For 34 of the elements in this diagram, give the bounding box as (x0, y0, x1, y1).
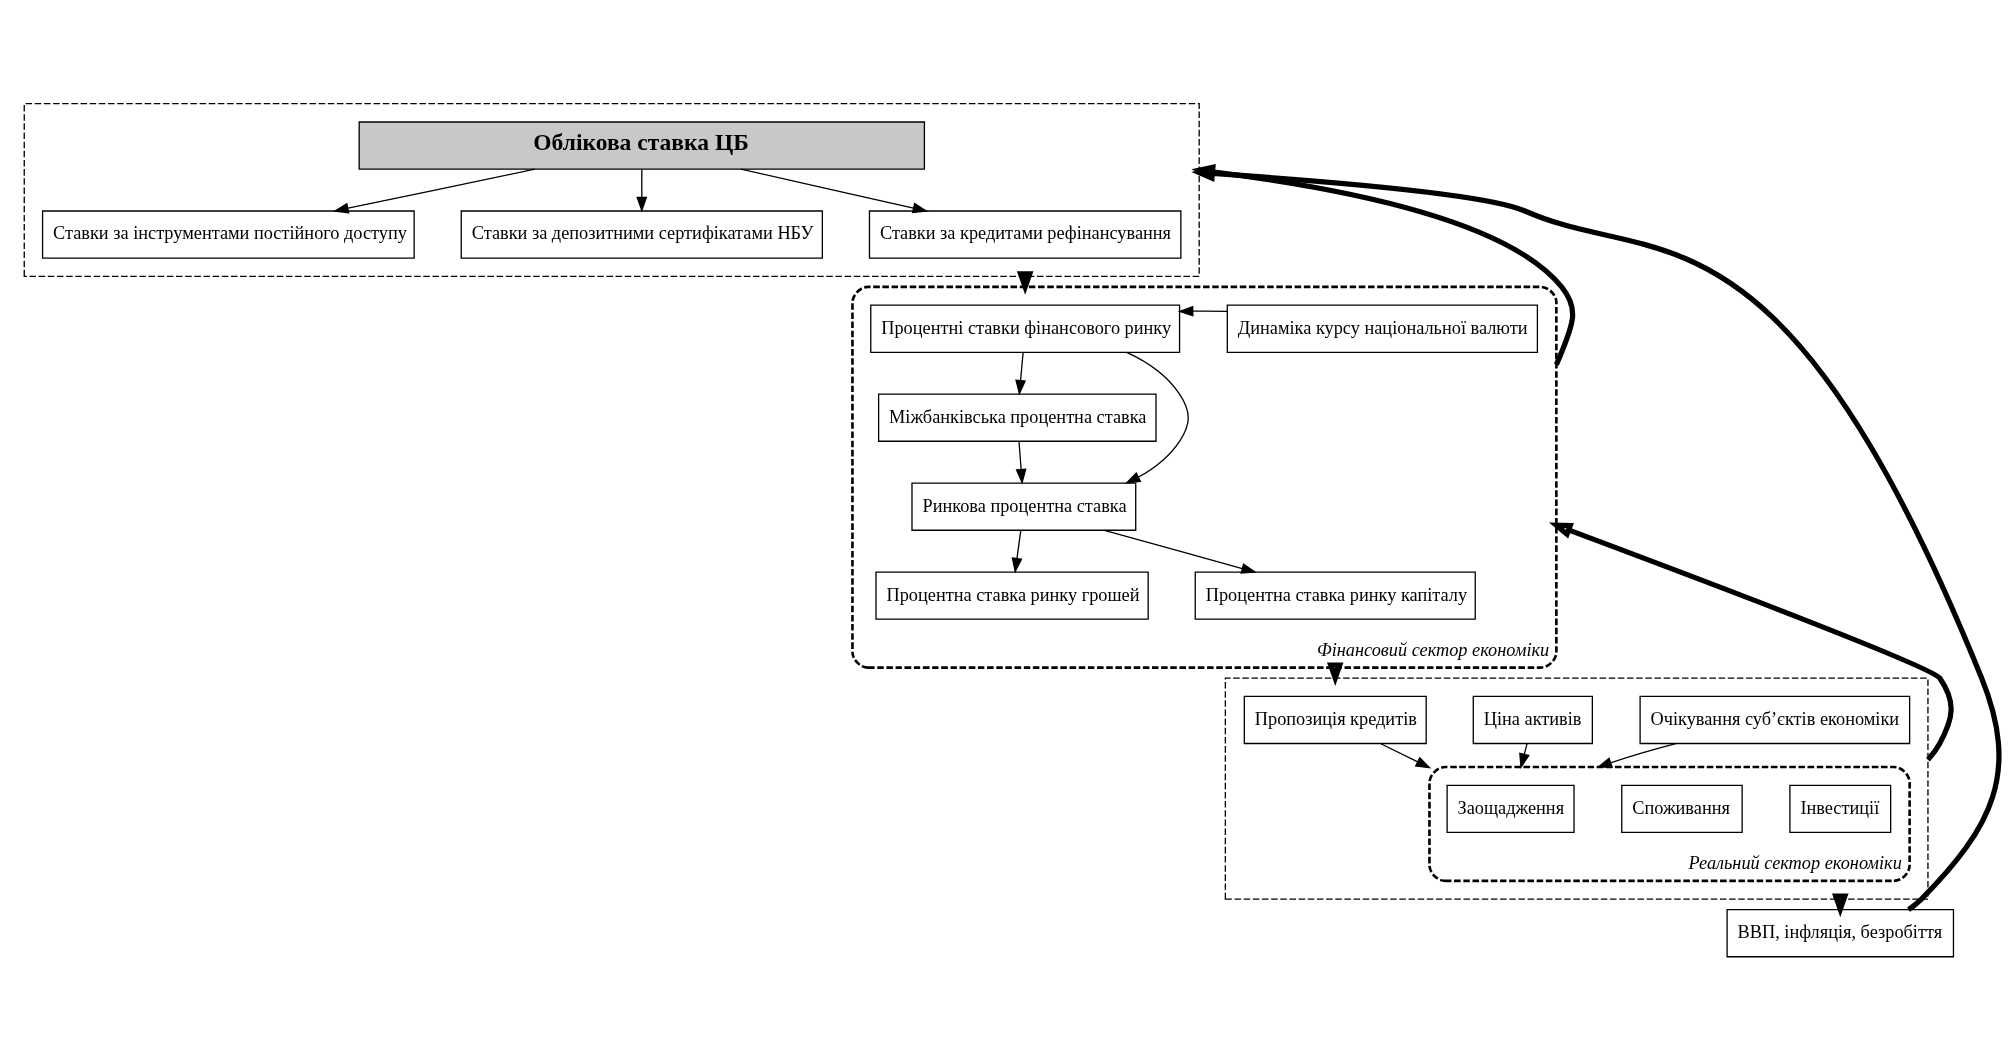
node-box: Ставки за депозитними сертифікатами НБУ (460, 210, 823, 259)
arrow (1832, 893, 1849, 918)
node-box: Споживання (1621, 784, 1743, 834)
arrow (1103, 529, 1257, 574)
arrow (1016, 271, 1034, 295)
node-box: Міжбанківська процентна ставка (877, 393, 1157, 442)
arrow (1015, 441, 1027, 485)
arrow (1011, 530, 1023, 574)
arrow (636, 168, 648, 213)
node-box: ВВП, інфляція, безробіття (1726, 909, 1955, 958)
node-box: Ціна активів (1472, 695, 1593, 745)
cluster (1224, 677, 1929, 900)
node-box: Процентна ставка ринку грошей (875, 571, 1149, 620)
arrow (1380, 743, 1432, 769)
arrow (1177, 305, 1228, 317)
arrow (333, 168, 536, 214)
node-box: Інвестиції (1789, 784, 1892, 834)
arrow (1191, 163, 1576, 366)
arrow (1548, 522, 1954, 762)
node-box: Ставки за інструментами постійного доступу (41, 210, 415, 259)
node-box: Процентні ставки фінансового ринку (870, 304, 1181, 353)
node-box: Очікування суб’єктів економіки (1639, 695, 1911, 745)
arrow (1015, 352, 1027, 396)
cluster (23, 103, 1200, 278)
node-box: Процентна ставка ринку капіталу (1194, 571, 1476, 620)
node-box: Ставки за кредитами рефінансування (868, 210, 1182, 259)
node-box: Ринкова процентна ставка (911, 482, 1137, 531)
node-box: Облікова ставка ЦБ (358, 121, 926, 170)
arrow (740, 168, 929, 214)
arrow (1327, 662, 1344, 686)
arrow (1124, 351, 1189, 484)
node-box: Динаміка курсу національної валюти (1226, 304, 1539, 353)
node-box: Пропозиція кредитів (1243, 695, 1427, 745)
node-box: Заощадження (1446, 784, 1575, 834)
